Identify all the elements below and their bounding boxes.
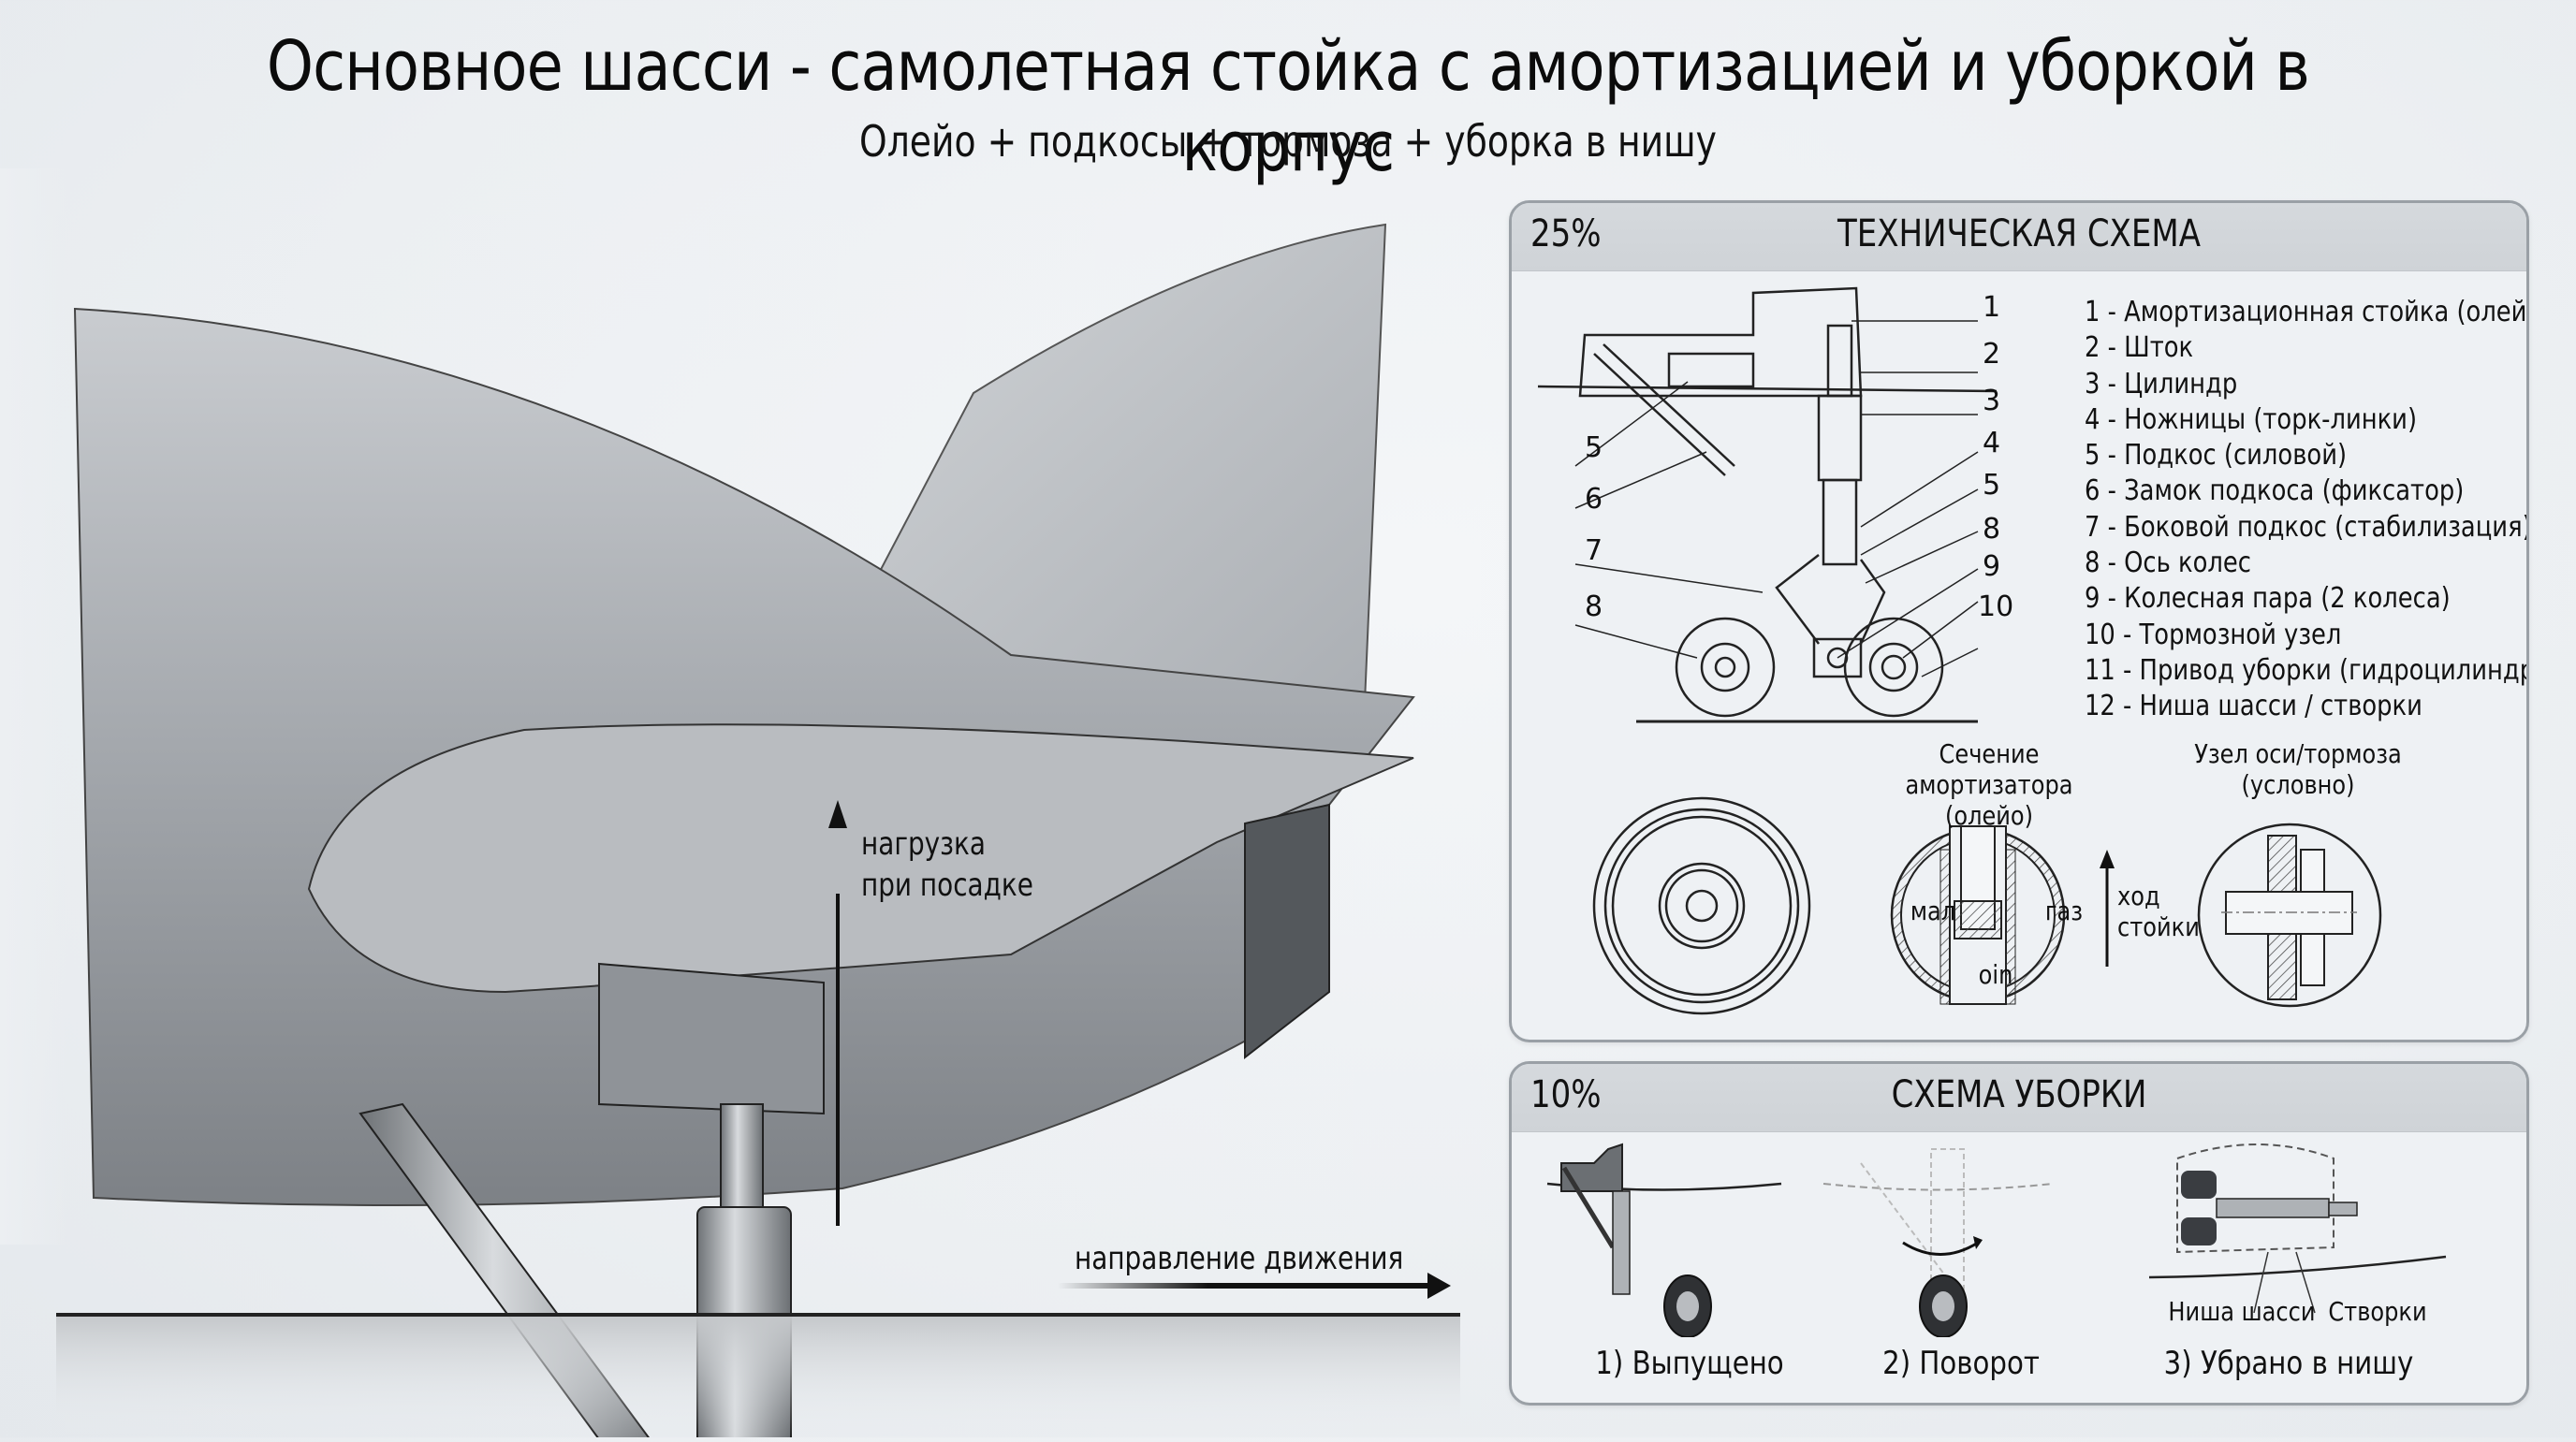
step-caption-extended: 1) Выпущено — [1595, 1345, 1784, 1382]
legend-item: 11 - Привод уборки (гидроцилиндр) — [2085, 653, 2529, 687]
rotation-arrow-icon — [1902, 1241, 1979, 1256]
legend-item: 9 - Колесная пара (2 колеса) — [2085, 582, 2451, 616]
section-bottom-label: oin — [1978, 959, 2013, 990]
step-caption-rotation: 2) Поворот — [1882, 1345, 2040, 1382]
gear-schematic-drawing: 1 2 3 4 5 8 9 10 5 6 7 8 — [1537, 286, 2013, 723]
svg-text:9: 9 — [1983, 550, 2000, 583]
section-title: Сечение амортизатора (олейо) — [1905, 738, 2073, 831]
section-left-label: мал — [1910, 896, 1956, 926]
page-subtitle: Олейо + подкосы + тормоза + уборка в ниш… — [859, 116, 1717, 167]
svg-text:3: 3 — [1983, 385, 2000, 417]
svg-text:8: 8 — [1983, 513, 2000, 546]
retract-panel-title: СХЕМА УБОРКИ — [1891, 1073, 2147, 1116]
svg-text:5: 5 — [1983, 469, 2000, 502]
stroke-label: ход стойки — [2117, 881, 2200, 942]
landing-gear-illustration: нагрузка при посадке направление движени… — [0, 168, 1498, 1442]
tech-scheme-panel: 25% ТЕХНИЧЕСКАЯ СХЕМА — [1509, 200, 2529, 1042]
bay-label: Ниша шасси — [2168, 1296, 2316, 1327]
legend-item: 2 - Шток — [2085, 331, 2194, 365]
direction-label: направление движения — [1075, 1240, 1404, 1277]
legend-item: 10 - Тормозной узел — [2085, 618, 2342, 651]
section-right-label: газ — [2044, 896, 2084, 926]
legend-item: 1 - Амортизационная стойка (олейо) — [2085, 296, 2529, 328]
legend-item: 3 - Цилиндр — [2085, 367, 2238, 401]
detail-drawings — [1592, 796, 2382, 1015]
svg-text:8: 8 — [1585, 590, 1603, 623]
ground — [56, 1315, 1460, 1436]
svg-text:2: 2 — [1983, 338, 2000, 371]
tech-panel-title: ТЕХНИЧЕСКАЯ СХЕМА — [1837, 212, 2201, 255]
legend-item: 5 - Подкос (силовой) — [2085, 439, 2348, 473]
doors-label: Створки — [2328, 1296, 2427, 1327]
svg-text:7: 7 — [1585, 534, 1603, 567]
svg-text:5: 5 — [1585, 431, 1603, 464]
legend-item: 7 - Боковой подкос (стабилизация) — [2085, 510, 2529, 544]
step-retracted-drawing — [2148, 1143, 2447, 1314]
engine-nozzle — [1244, 803, 1330, 1060]
legend-item: 4 - Ножницы (торк-линки) — [2085, 402, 2418, 436]
load-label-line1: нагрузка — [861, 825, 986, 863]
load-label: нагрузка при посадке — [861, 823, 1033, 906]
tech-panel-percent: 25% — [1530, 212, 1602, 255]
axle-title: Узел оси/тормоза (условно) — [2194, 738, 2402, 800]
legend-item: 6 - Замок подкоса (фиксатор) — [2085, 474, 2465, 508]
retract-panel-header: 10% СХЕМА УБОРКИ — [1512, 1064, 2526, 1132]
legend-item: 8 - Ось колес — [2085, 546, 2251, 580]
step-rotation-drawing — [1822, 1148, 2054, 1337]
retraction-steps-drawing — [1546, 1143, 2447, 1337]
wheel-face-detail — [1592, 796, 1811, 1015]
component-legend: 1 - Амортизационная стойка (олейо) 2 - Ш… — [2085, 295, 2529, 725]
svg-text:6: 6 — [1585, 483, 1603, 516]
retract-panel-percent: 10% — [1530, 1073, 1602, 1116]
svg-text:4: 4 — [1983, 427, 2000, 459]
gear-door — [598, 962, 825, 1115]
shock-absorber-section — [1890, 825, 2066, 1005]
legend-item: 12 - Ниша шасси / створки — [2085, 690, 2422, 723]
svg-text:1: 1 — [1983, 291, 2000, 324]
step-extended-drawing — [1546, 1143, 1782, 1337]
retraction-scheme-panel: 10% СХЕМА УБОРКИ — [1509, 1061, 2529, 1406]
svg-text:10: 10 — [1978, 590, 2013, 623]
aircraft-tail-illustration — [0, 168, 1460, 1442]
horizontal-stabilizer — [307, 723, 1414, 994]
direction-arrow-icon — [1058, 1283, 1432, 1289]
step-caption-retracted: 3) Убрано в нишу — [2163, 1345, 2414, 1382]
tech-panel-header: 25% ТЕХНИЧЕСКАЯ СХЕМА — [1512, 203, 2526, 271]
page-title: Основное шасси - самолетная стойка с амо… — [266, 26, 2310, 187]
axle-brake-detail — [2197, 823, 2382, 1008]
load-label-line2: при посадке — [861, 867, 1033, 904]
